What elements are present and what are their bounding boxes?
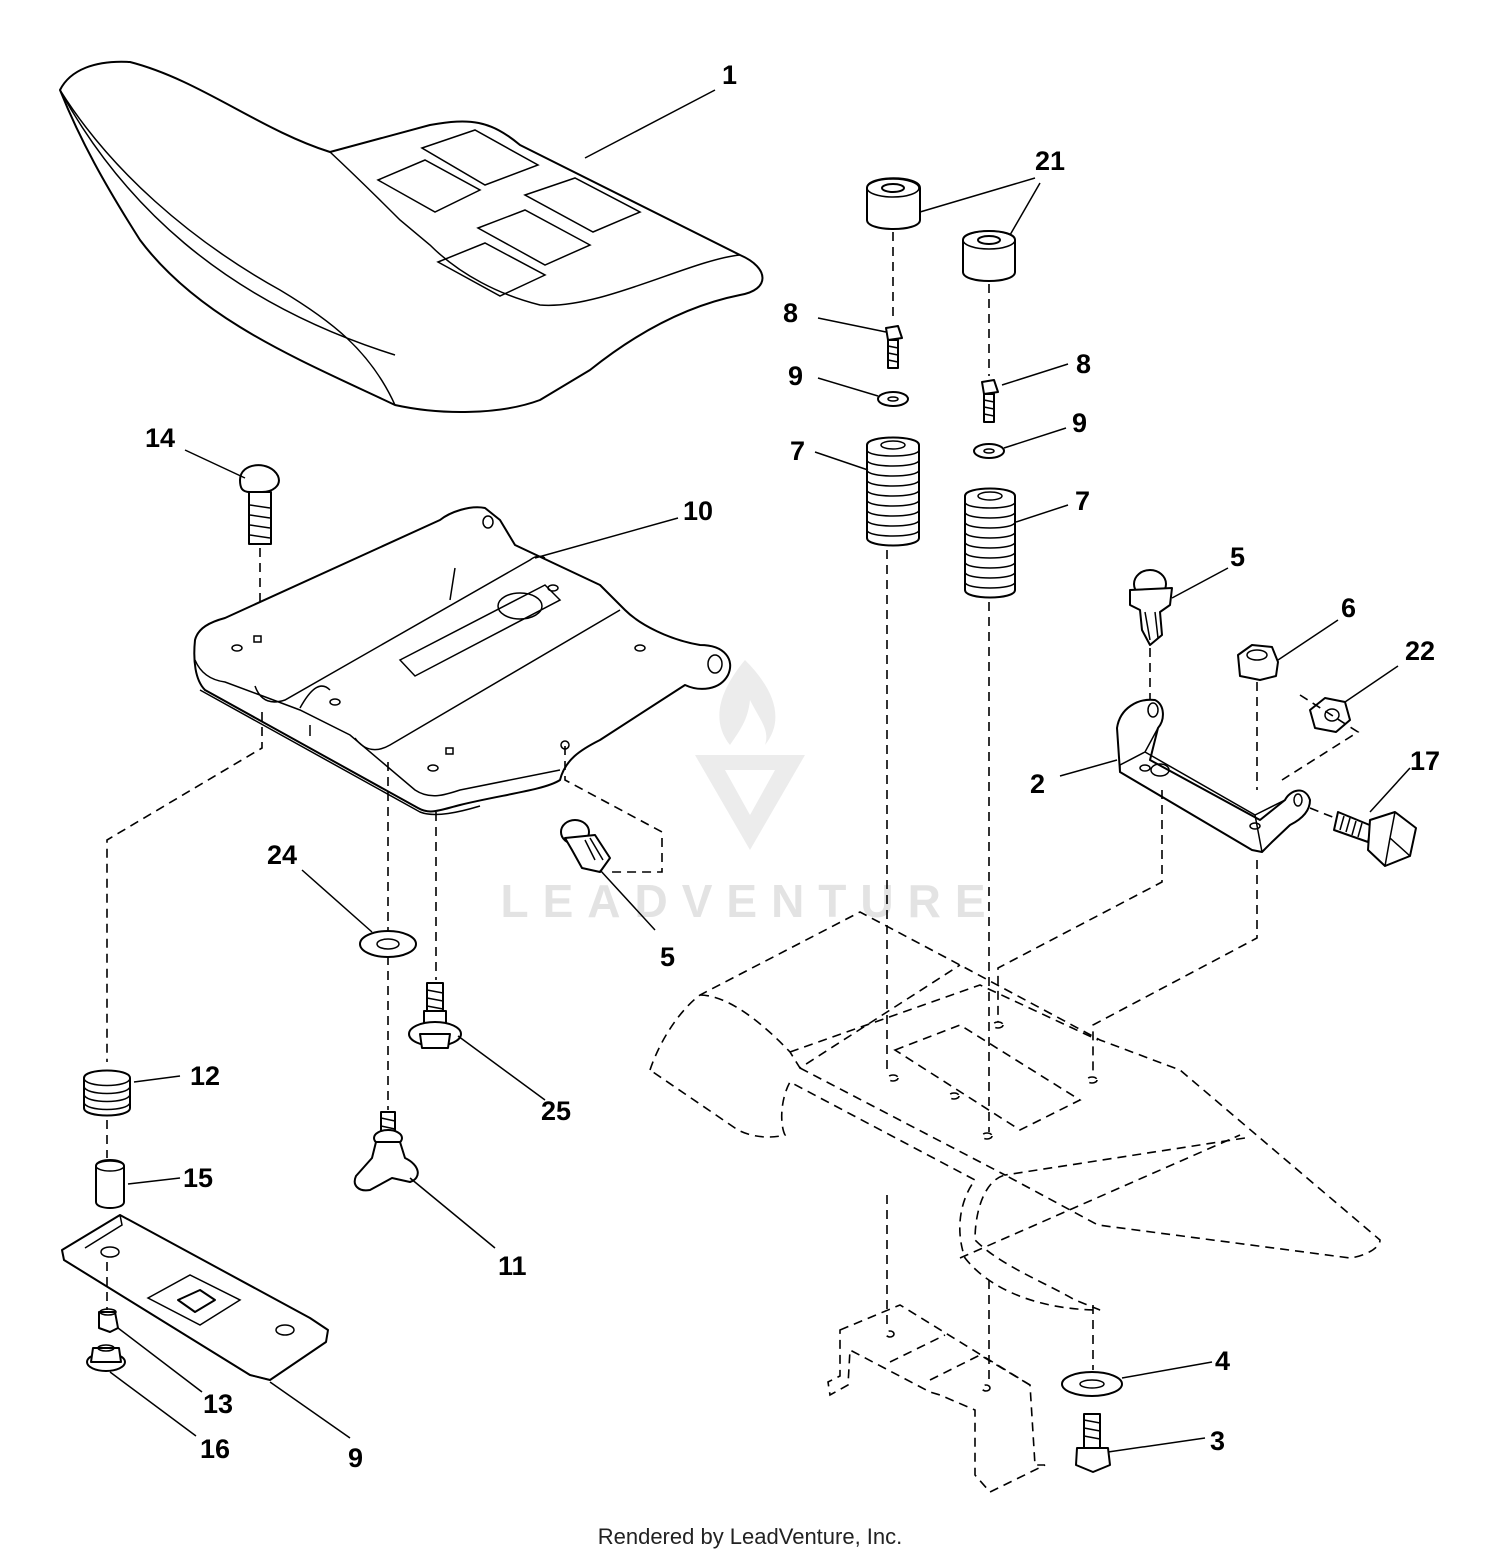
callout-24: 24 [267, 840, 297, 870]
callout-14: 14 [145, 423, 175, 453]
part-frame-outline [649, 911, 1381, 1493]
watermark-flame-icon [719, 660, 776, 745]
callout-21: 17 [1410, 746, 1440, 776]
callout-8-left: 8 [783, 298, 798, 328]
callout-5-right: 5 [1230, 542, 1245, 572]
part-clip-left [560, 819, 611, 873]
callout-7-right: 7 [1075, 486, 1090, 516]
part-nut-6 [1237, 644, 1279, 681]
callout-22: 22 [1405, 636, 1435, 666]
callout-17: 16 [200, 1434, 230, 1464]
part-washer-24 [359, 930, 417, 958]
part-bolt-21 [1333, 811, 1417, 867]
part-bracket-plate [61, 1214, 329, 1381]
part-bolt-8-right [981, 379, 999, 423]
callout-18: 21 [1035, 146, 1065, 176]
part-bolt-3 [1075, 1413, 1111, 1473]
callout-16: 12 [190, 1061, 220, 1091]
part-carriage-bolt [239, 464, 280, 545]
callout-3: 3 [1210, 1426, 1225, 1456]
callout-4: 4 [1215, 1346, 1230, 1376]
watermark-v-icon [695, 755, 805, 850]
callout-9-left: 9 [788, 361, 803, 391]
callout-7-left: 7 [790, 436, 805, 466]
part-bumper-right [962, 230, 1016, 282]
part-seat [59, 60, 764, 413]
callout-5-left: 5 [660, 942, 675, 972]
part-clip-right [1129, 569, 1173, 646]
callout-11: 11 [498, 1251, 527, 1281]
callout-9-right: 9 [1072, 408, 1087, 438]
part-spring-left [866, 436, 920, 547]
watermark: LEADVENTURE [500, 660, 999, 927]
part-spacer [95, 1159, 125, 1209]
part-spring-small [83, 1069, 131, 1117]
part-washer-9-left [877, 391, 909, 407]
part-spring-right [964, 487, 1016, 599]
callout-25: 25 [541, 1096, 571, 1126]
callout-2: 2 [1030, 769, 1045, 799]
callout-12: 9 [348, 1443, 363, 1473]
footer-credit: Rendered by LeadVenture, Inc. [597, 1524, 903, 1549]
part-nut-13 [98, 1308, 119, 1333]
part-bracket-2 [1116, 698, 1311, 853]
callout-8-right: 8 [1076, 349, 1091, 379]
part-bolt-8-left [885, 325, 903, 369]
part-washer-4 [1061, 1371, 1123, 1397]
callout-1: 1 [722, 60, 737, 90]
part-wing-knob [353, 1111, 419, 1192]
part-seat-pan [193, 506, 732, 816]
callout-15: 15 [183, 1163, 213, 1193]
part-washer-9-right [973, 443, 1005, 459]
part-flange-nut [86, 1344, 126, 1372]
part-bumper-left [866, 177, 921, 230]
callout-6: 6 [1341, 593, 1356, 623]
part-shoulder-bolt [408, 982, 462, 1049]
watermark-text: LEADVENTURE [500, 875, 999, 927]
callout-13: 13 [203, 1389, 233, 1419]
callout-10: 10 [683, 496, 713, 526]
